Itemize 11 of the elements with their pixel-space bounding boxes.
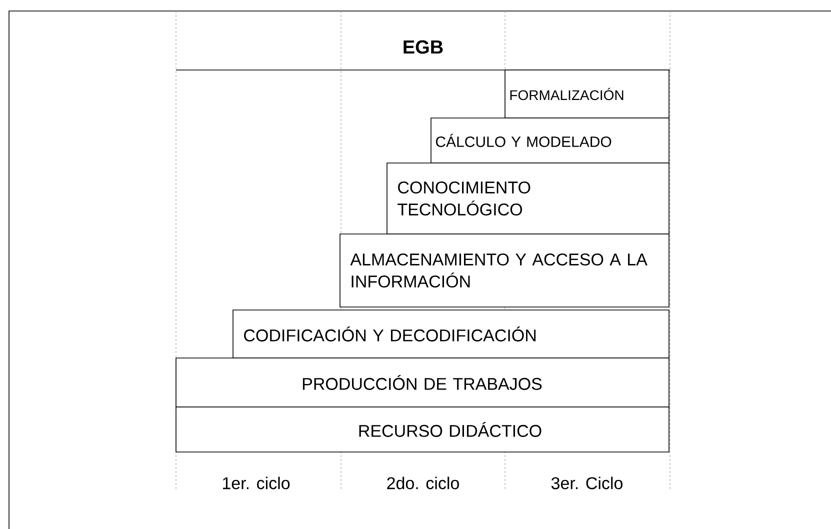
level-box: FORMALIZACIÓN [504, 70, 670, 118]
cycle-label: 3er. Ciclo [551, 476, 622, 490]
level-box: ALMACENAMIENTO Y ACCESO A LA INFORMACIÓN [340, 234, 670, 308]
level-box: PRODUCCIÓN DE TRABAJOS [176, 358, 670, 408]
cycle-label: 1er. ciclo [222, 476, 290, 490]
cycle-label: 2do. ciclo [387, 476, 459, 490]
level-box: CODIFICACIÓN Y DECODIFICACIÓN [232, 310, 670, 358]
title: EGB [404, 40, 443, 54]
level-box: RECURSO DIDÁCTICO [176, 406, 670, 452]
level-box: CÁLCULO Y MODELADO [430, 118, 670, 164]
level-box: CONOCIMIENTO TECNOLÓGICO [386, 162, 670, 234]
